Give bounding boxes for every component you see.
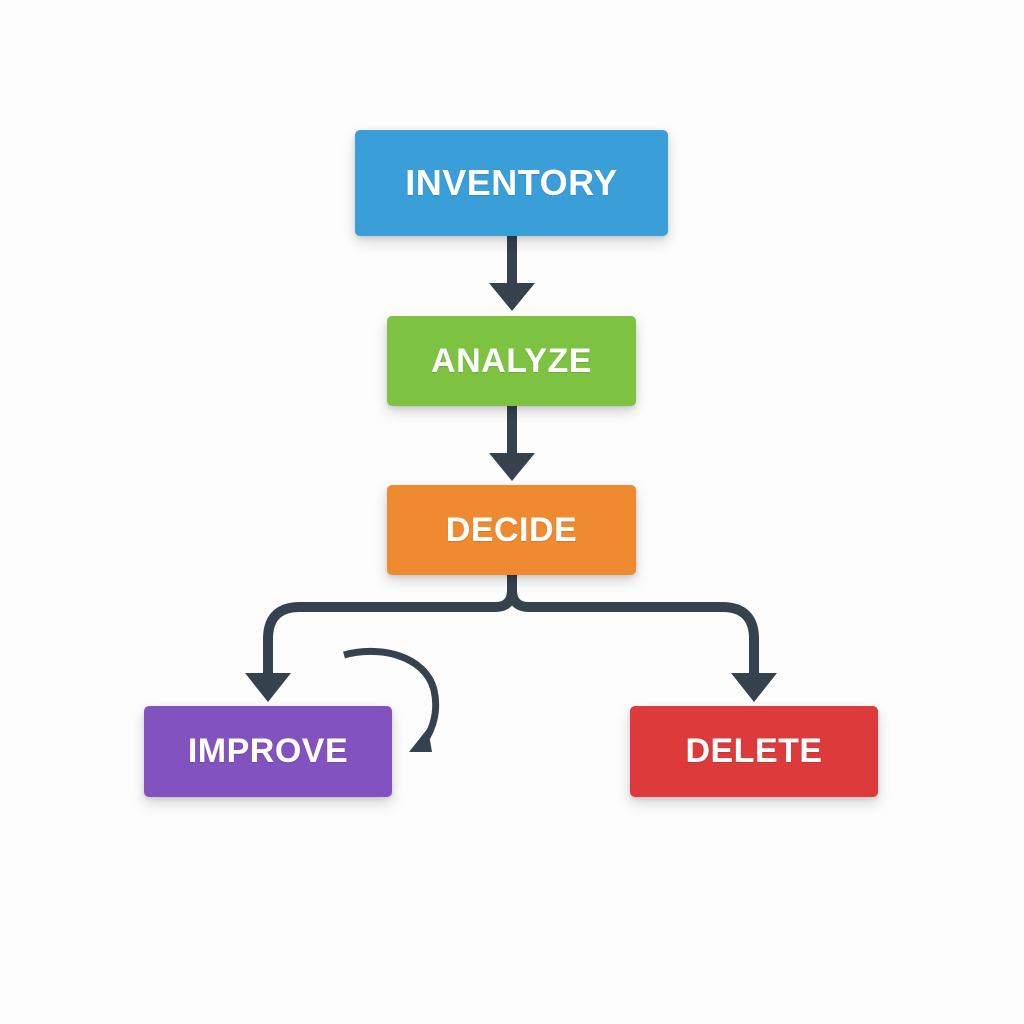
- node-delete[interactable]: DELETE: [630, 706, 878, 797]
- arrowhead-analyze: [489, 283, 535, 311]
- node-inventory[interactable]: INVENTORY: [355, 130, 668, 236]
- node-decide-label: DECIDE: [445, 510, 578, 549]
- arrowhead-decide: [489, 453, 535, 481]
- node-inventory-label: INVENTORY: [405, 162, 618, 203]
- node-decide[interactable]: DECIDE: [387, 485, 636, 575]
- node-improve-label: IMPROVE: [187, 732, 349, 770]
- arrowhead-improve-loop: [409, 728, 432, 752]
- arrowhead-delete: [731, 673, 777, 702]
- edge-improve-loop: [343, 647, 440, 744]
- arrowhead-improve: [245, 673, 291, 702]
- edge-decide-delete: [507, 575, 759, 676]
- node-delete-label: DELETE: [685, 732, 823, 770]
- node-analyze[interactable]: ANALYZE: [387, 316, 636, 406]
- node-improve[interactable]: IMPROVE: [144, 706, 392, 797]
- edge-decide-improve: [263, 575, 517, 676]
- node-analyze-label: ANALYZE: [431, 341, 592, 380]
